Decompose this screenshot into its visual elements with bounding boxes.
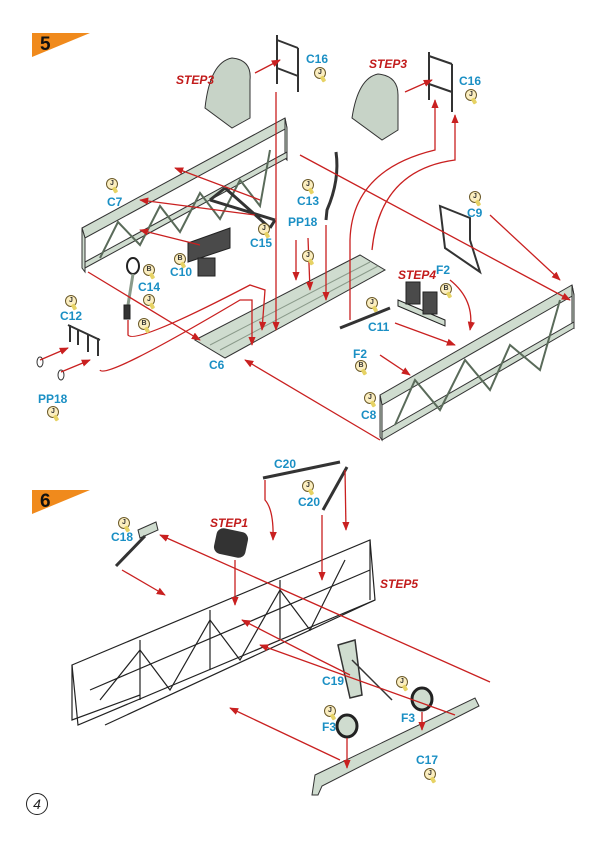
part-c14-stick [123,257,140,320]
part-label-c16: C16 [306,52,329,66]
part-label-f3: F3 [322,720,337,734]
part-c16-left [276,35,299,92]
part-label-c20: C20 [274,457,297,471]
glue-badge: B [440,283,452,295]
part-c20-a [262,460,341,480]
page-number: 4 [26,793,48,815]
part-label-c19: C19 [322,674,345,688]
glue-badge: J [258,223,270,235]
part-c19 [337,639,393,701]
glue-badge: J [469,191,481,203]
part-pp18-b [57,369,65,381]
glue-badge: J [366,297,378,309]
step-ref-step5: STEP5 [380,577,419,591]
step-ref-step1: STEP1 [210,516,249,530]
part-label-f3: F3 [401,711,416,725]
part-label-c15: C15 [250,236,273,250]
glue-badge: J [324,705,336,717]
part-label-c16: C16 [459,74,482,88]
part-step1-pad [213,528,249,558]
part-label-c13: C13 [297,194,320,208]
part-c20-b [321,466,349,511]
part-c9 [438,204,482,275]
glue-badge: J [396,676,408,688]
part-label-c11: C11 [368,320,390,334]
part-c15-brace [209,186,277,230]
step5-banner [32,33,90,57]
part-label-c17: C17 [416,753,439,767]
part-c6-floor [193,254,387,359]
part-c18 [114,521,159,568]
glue-badge: J [302,250,314,262]
part-label-c14: C14 [138,280,161,294]
part-label-c10: C10 [170,265,193,279]
seat-left [204,57,251,129]
part-label-f2: F2 [353,347,368,361]
step-ref-step4: STEP4 [398,268,437,282]
step6-banner [32,490,90,514]
part-c10-block [187,227,231,277]
seat-right [351,73,399,141]
part-step4-plates [397,281,446,327]
part-f3-left [335,713,359,739]
glue-badge: J [302,480,314,492]
glue-badge: B [143,264,155,276]
glue-badge: B [355,360,367,372]
part-c12-comb [67,324,101,356]
part-c11-rod [339,306,391,330]
part-label-f2: F2 [436,263,451,277]
glue-badge: J [143,294,155,306]
glue-badge: B [138,318,150,330]
step-ref-step3-left: STEP3 [176,73,215,87]
step-number-6: 6 [40,491,51,512]
part-label-c7: C7 [107,195,123,209]
assembly-arrows-step5 [39,59,571,441]
glue-badge: J [65,295,77,307]
part-label-c9: C9 [467,206,483,220]
part-c13-pipe [324,151,339,221]
part-f3-right [410,686,434,712]
part-label-c12: C12 [60,309,83,323]
part-c17-skid [311,697,480,796]
glue-badge: J [106,178,118,190]
glue-badge: J [118,517,130,529]
glue-badge: J [465,89,477,101]
part-c8-truss [379,284,575,442]
part-label-c20: C20 [298,495,321,509]
glue-badge: B [174,253,186,265]
step-ref-step3-right: STEP3 [369,57,408,71]
part-label-c18: C18 [111,530,134,544]
glue-badge: J [424,768,436,780]
part-label-c6: C6 [209,358,225,372]
part-c16-right [428,52,453,112]
glue-badge: J [364,392,376,404]
step-number-5: 5 [40,34,51,55]
glue-badge: J [314,67,326,79]
glue-badge: J [302,179,314,191]
fuselage-frame [71,539,376,726]
glue-badge: J [47,406,59,418]
part-label-c8: C8 [361,408,377,422]
part-label-pp18: PP18 [288,215,318,229]
part-c7-truss [81,117,288,274]
part-label-pp18: PP18 [38,392,68,406]
assembly-arrows-step6 [121,469,491,769]
